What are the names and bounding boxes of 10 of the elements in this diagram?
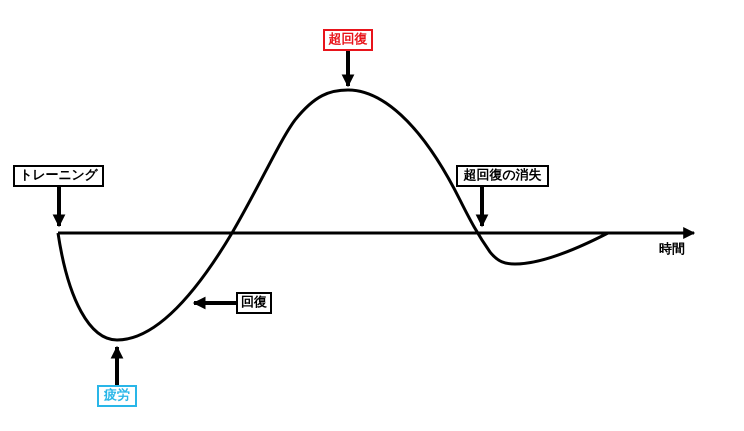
callout-label: 超回復の消失	[456, 165, 549, 187]
callout-label: 超回復	[323, 29, 373, 51]
leader-arrow	[192, 296, 236, 310]
callout-label: 回復	[236, 292, 272, 314]
axis-label: 時間	[659, 241, 685, 258]
leader-arrow	[110, 346, 124, 385]
callout-label: 疲労	[97, 385, 137, 407]
leader-arrow	[52, 187, 66, 228]
callout-label: トレーニング	[13, 165, 104, 187]
leader-arrow	[342, 51, 354, 88]
